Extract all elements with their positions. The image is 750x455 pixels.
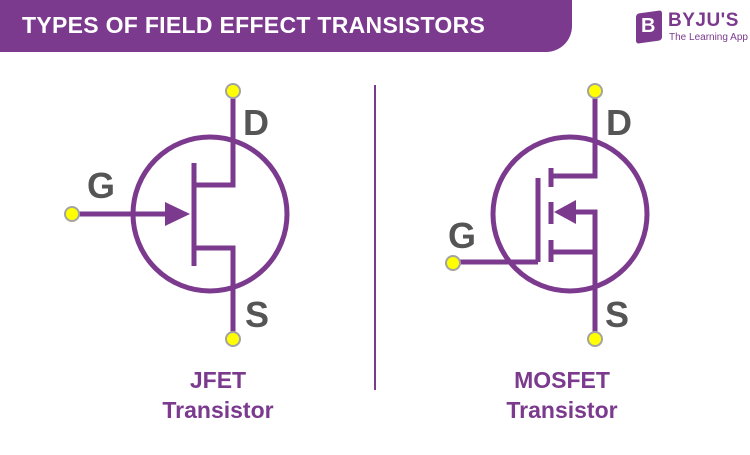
jfet-source-terminal — [225, 331, 241, 347]
mosfet-source-terminal — [587, 331, 603, 347]
jfet-symbol — [72, 93, 290, 338]
jfet-gate-terminal — [64, 206, 80, 222]
mosfet-symbol — [455, 92, 650, 338]
jfet-gate-arrow-icon — [165, 202, 190, 226]
mosfet-caption-line2: Transistor — [506, 397, 617, 423]
jfet-caption-line1: JFET — [190, 367, 246, 393]
brand-name: BYJU'S — [668, 10, 739, 31]
mosfet-drain-label: D — [606, 102, 632, 143]
mosfet-source-lead — [551, 249, 598, 338]
mosfet-source-label: S — [605, 294, 629, 335]
jfet-source-lead — [194, 245, 236, 338]
jfet-drain-lead — [194, 93, 236, 188]
mosfet-gate-terminal — [445, 255, 461, 271]
jfet-caption-line2: Transistor — [162, 397, 273, 423]
mosfet-body-arrow-icon — [554, 200, 576, 224]
mosfet-caption-line1: MOSFET — [514, 367, 610, 393]
brand-logo: B BYJU'S The Learning App — [636, 10, 748, 46]
title-banner: TYPES OF FIELD EFFECT TRANSISTORS — [0, 0, 572, 52]
jfet-drain-terminal — [225, 83, 241, 99]
mosfet-envelope-circle — [490, 134, 650, 294]
jfet-gate-label: G — [87, 165, 115, 206]
mosfet-drain-lead — [551, 92, 598, 179]
mosfet-gate-label: G — [448, 215, 476, 256]
jfet-source-label: S — [245, 294, 269, 335]
mosfet-drain-terminal — [587, 83, 603, 99]
jfet-drain-label: D — [243, 102, 269, 143]
page-title: TYPES OF FIELD EFFECT TRANSISTORS — [22, 12, 486, 38]
mosfet-body-lead — [572, 209, 598, 252]
brand-tagline: The Learning App — [669, 32, 748, 43]
